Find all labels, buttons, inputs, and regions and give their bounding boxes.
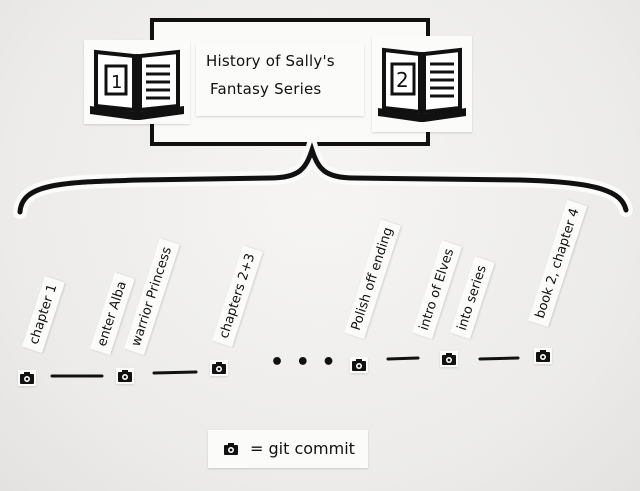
open-book-icon: 1: [90, 49, 184, 120]
camera-icon: [18, 370, 36, 386]
camera-icon: [116, 368, 134, 384]
legend: = git commit: [208, 430, 368, 468]
legend-text: = git commit: [250, 439, 355, 458]
open-book-icon: 2: [378, 47, 466, 122]
camera-icon: [534, 348, 552, 364]
timeline-connectors: [50, 356, 520, 378]
camera-icon: [350, 357, 368, 373]
book-2-card: 2: [372, 36, 472, 132]
camera-icon: [210, 360, 228, 376]
book-1-card: 1: [84, 40, 190, 124]
title-line-1: History of Sally's: [206, 52, 335, 70]
title-card: History of Sally's Fantasy Series: [196, 44, 364, 116]
book-number: 2: [396, 68, 409, 92]
camera-icon: [440, 351, 458, 367]
camera-icon: [222, 441, 240, 457]
title-line-2: Fantasy Series: [210, 80, 322, 98]
book-number: 1: [111, 72, 122, 93]
ellipsis: • • •: [270, 350, 338, 375]
